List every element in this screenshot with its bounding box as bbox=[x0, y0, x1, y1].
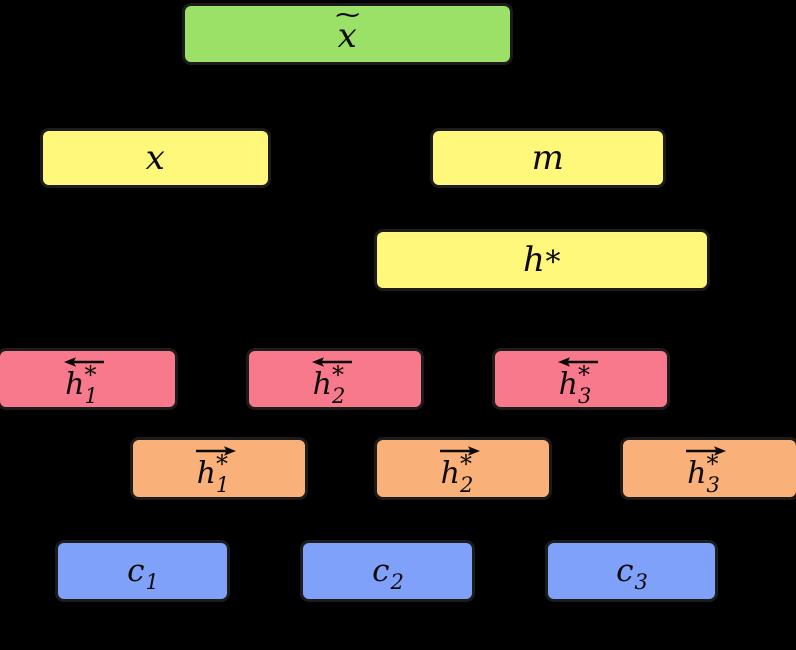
h-subscript-index: 1 bbox=[215, 473, 230, 497]
node-c-3[interactable]: c3 bbox=[545, 540, 718, 602]
node-label-h-fwd-1: h*1 bbox=[195, 446, 242, 496]
node-c-2[interactable]: c2 bbox=[300, 540, 475, 602]
c-base-char: c bbox=[616, 552, 634, 589]
c-base-char: c bbox=[127, 552, 145, 589]
node-label-x-tilde: ~x bbox=[332, 2, 361, 56]
node-label-x: x bbox=[145, 138, 166, 178]
node-h-star[interactable]: h* bbox=[374, 229, 710, 291]
node-h-back-3[interactable]: h*3 bbox=[492, 348, 670, 410]
h-superscript-star: * bbox=[84, 360, 97, 389]
h-vector-group: h*3 bbox=[686, 446, 732, 496]
h-base-char: h bbox=[440, 456, 460, 491]
h-base-char: h bbox=[558, 366, 578, 402]
node-c-1[interactable]: c1 bbox=[55, 540, 230, 602]
hstar-superscript: * bbox=[545, 245, 561, 280]
node-m[interactable]: m bbox=[430, 128, 666, 188]
h-subscript-index: 2 bbox=[459, 473, 474, 497]
c-subscript-index: 1 bbox=[145, 569, 159, 594]
hstar-base-char: h bbox=[523, 240, 546, 280]
tilde-accent-icon: ~ bbox=[332, 0, 363, 30]
tilde-accent-group: ~x bbox=[332, 2, 361, 56]
h-base-char: h bbox=[687, 456, 707, 491]
node-h-fwd-2[interactable]: h*2 bbox=[374, 437, 552, 500]
h-subscript-index: 1 bbox=[84, 383, 98, 408]
h-superscript-star: * bbox=[459, 450, 472, 478]
node-label-h-fwd-3: h*3 bbox=[686, 446, 732, 496]
h-superscript-star: * bbox=[706, 450, 719, 478]
c-subscript-index: 2 bbox=[390, 569, 404, 594]
h-superscript-star: * bbox=[215, 450, 228, 478]
h-subscript-index: 3 bbox=[577, 383, 592, 408]
node-h-fwd-3[interactable]: h*3 bbox=[620, 437, 796, 500]
h-base-char: h bbox=[196, 456, 216, 491]
node-h-back-2[interactable]: h*2 bbox=[246, 348, 424, 410]
node-label-h-star: h* bbox=[523, 240, 561, 280]
h-subscript-index: 2 bbox=[331, 383, 346, 408]
c-subscript-index: 3 bbox=[634, 569, 648, 594]
node-label-m: m bbox=[531, 138, 565, 178]
h-vector-group: h*2 bbox=[311, 356, 358, 406]
node-label-h-fwd-2: h*2 bbox=[439, 446, 486, 496]
node-label-c-1: c1 bbox=[127, 552, 159, 592]
h-vector-group: h*3 bbox=[557, 356, 604, 406]
node-h-fwd-1[interactable]: h*1 bbox=[130, 437, 308, 500]
node-h-back-1[interactable]: h*1 bbox=[0, 348, 178, 410]
h-vector-group: h*2 bbox=[439, 446, 486, 496]
node-label-c-2: c2 bbox=[372, 552, 404, 592]
h-vector-group: h*1 bbox=[195, 446, 242, 496]
h-base-char: h bbox=[312, 366, 332, 402]
h-superscript-star: * bbox=[577, 360, 590, 389]
c-base-char: c bbox=[372, 552, 390, 589]
node-label-c-3: c3 bbox=[616, 552, 648, 592]
node-label-h-back-3: h*3 bbox=[557, 356, 604, 406]
node-x-tilde[interactable]: ~x bbox=[182, 2, 513, 65]
h-vector-group: h*1 bbox=[64, 356, 110, 406]
node-x[interactable]: x bbox=[40, 128, 271, 188]
node-label-h-back-2: h*2 bbox=[311, 356, 358, 406]
h-superscript-star: * bbox=[331, 360, 344, 389]
node-label-h-back-1: h*1 bbox=[64, 356, 110, 406]
tilde-base-char: x bbox=[337, 16, 358, 56]
h-subscript-index: 3 bbox=[706, 473, 720, 497]
h-base-char: h bbox=[65, 366, 85, 402]
